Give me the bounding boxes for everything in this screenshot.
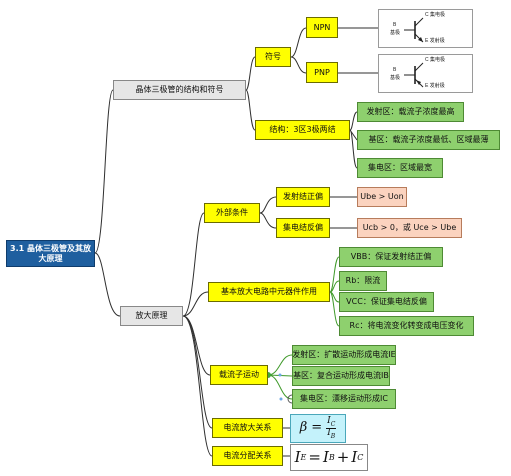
topic-cond-ucb[interactable]: Ucb > 0，或 Uce > Ube [357, 218, 462, 238]
pnp-symbol-image: C 集电极 B 基极 E 发射极 [378, 54, 473, 93]
link-external-2 [259, 212, 277, 229]
topic-region-collector[interactable]: 集电区：区域最宽 [357, 158, 443, 178]
root-topic[interactable]: 3.1 晶体三极管及其放大原理 [6, 240, 95, 267]
topic-principle[interactable]: 放大原理 [120, 306, 183, 326]
drag-dot[interactable] [278, 373, 282, 377]
link-principle-circuit [182, 291, 209, 317]
npn-transistor-icon [404, 17, 424, 43]
topic-carrier-base[interactable]: 基区：复合运动形成电流IB [292, 366, 390, 386]
link-root-principle [94, 252, 121, 317]
topic-dist[interactable]: 电流分配关系 [212, 446, 283, 466]
link-structure-symbol [245, 56, 256, 91]
link-carrier-3 [267, 374, 293, 400]
npn-symbol-image: C 集电极 B 基极 E 发射极 [378, 9, 473, 48]
link-circuit-1 [329, 256, 340, 293]
topic-amp[interactable]: 电流放大关系 [212, 418, 283, 438]
topic-collector-reverse[interactable]: 集电结反偏 [276, 218, 330, 238]
topic-structure[interactable]: 晶体三极管的结构和符号 [113, 80, 246, 100]
topic-region-base[interactable]: 基区：载流子浓度最低、区域最薄 [357, 130, 500, 150]
topic-region-emitter[interactable]: 发射区：载流子浓度最高 [357, 102, 464, 122]
fraction: IC IB [326, 416, 337, 440]
link-symbol-npn [290, 27, 307, 58]
link-symbol-pnp [290, 56, 307, 74]
link-principle-carrier [182, 315, 211, 376]
topic-carrier-emitter[interactable]: 发射区：扩散运动形成电流IE [292, 345, 396, 365]
topic-circuit[interactable]: 基本放大电路中元器件作用 [208, 282, 330, 302]
link-principle-external [182, 212, 205, 317]
pnp-transistor-icon [404, 62, 424, 88]
topic-regions[interactable]: 结构：3区3极两结 [255, 120, 350, 140]
link-external-1 [259, 196, 277, 214]
link-principle-dist [182, 315, 213, 457]
link-carrier-1 [267, 354, 293, 376]
topic-carrier-collector[interactable]: 集电区：漂移运动形成IC [292, 389, 396, 409]
topic-pnp[interactable]: PNP [306, 62, 338, 83]
topic-emitter-forward[interactable]: 发射结正偏 [276, 187, 330, 207]
drag-dot[interactable] [279, 397, 283, 401]
link-root-structure [94, 89, 114, 254]
link-regions-1 [349, 111, 358, 131]
topic-symbol[interactable]: 符号 [255, 47, 291, 67]
link-circuit-4 [329, 291, 340, 327]
topic-vcc[interactable]: VCC：保证集电结反偏 [339, 292, 434, 312]
topic-vbb[interactable]: VBB：保证发射结正偏 [339, 247, 443, 267]
topic-rb[interactable]: Rb：限流 [339, 271, 387, 291]
link-structure-regions [245, 89, 256, 131]
link-circuit-2 [329, 280, 340, 293]
topic-rc[interactable]: Rc：将电流变化转变成电压变化 [339, 316, 474, 336]
topic-external[interactable]: 外部条件 [204, 203, 260, 223]
topic-carrier[interactable]: 载流子运动 [210, 365, 268, 385]
link-regions-3 [349, 129, 358, 169]
topic-npn[interactable]: NPN [306, 17, 338, 38]
topic-cond-ube[interactable]: Ube > Uon [357, 187, 407, 207]
formula-amp: β = IC IB [290, 414, 346, 443]
